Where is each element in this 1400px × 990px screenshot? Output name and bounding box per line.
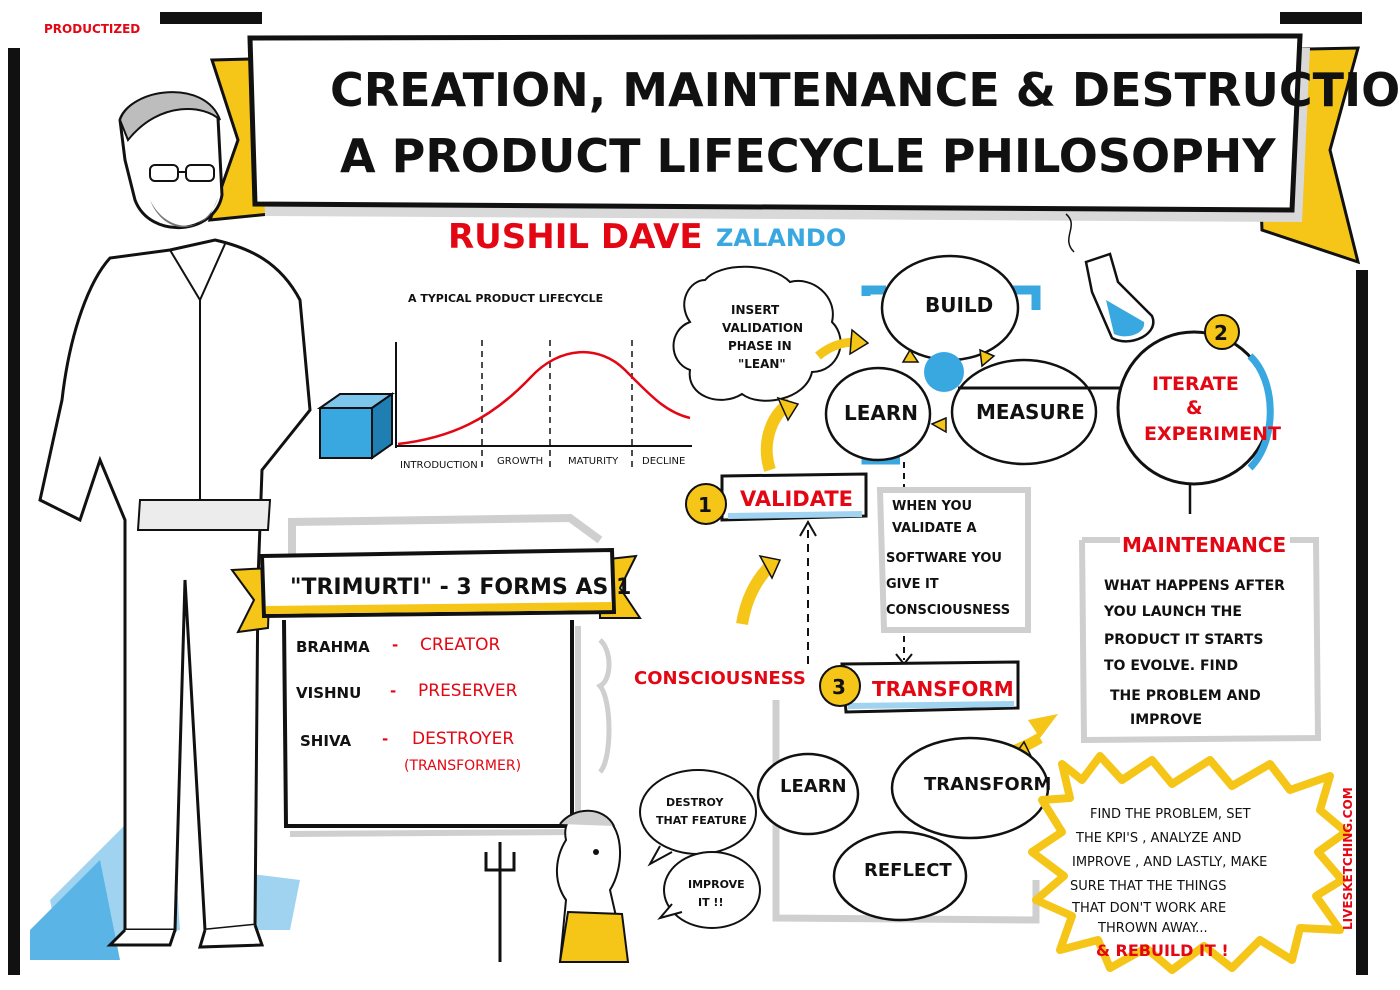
shiva-bubble-1-line-1: DESTROY — [666, 796, 725, 809]
cycle-transform-label: TRANSFORM — [924, 774, 1051, 795]
presenter-illustration — [30, 91, 312, 960]
lifecycle-curve — [397, 350, 691, 446]
maintenance-line-3: PRODUCT IT STARTS — [1104, 632, 1263, 648]
brahma-name: BRAHMA — [296, 638, 370, 656]
cycle-learn-bubble — [756, 752, 860, 836]
validate-node: 1 VALIDATE WHEN YOU VALIDATE A SOFTWARE … — [685, 396, 1031, 666]
cycle-reflect-label: REFLECT — [864, 860, 952, 881]
lean-note-line-1: INSERT — [731, 303, 780, 317]
vishnu-dash: - — [390, 682, 396, 700]
burst-line-5: THAT DON'T WORK ARE — [1071, 901, 1226, 916]
vishnu-name: VISHNU — [296, 684, 361, 702]
iterate-line-1: ITERATE — [1152, 373, 1239, 395]
maintenance-line-1: WHAT HAPPENS AFTER — [1104, 578, 1285, 594]
burst-line-3: IMPROVE , AND LASTLY, MAKE — [1072, 855, 1267, 870]
measure-label: MEASURE — [976, 400, 1085, 424]
stage-decline: DECLINE — [642, 456, 685, 467]
validate-note-line-5: CONSCIOUSNESS — [886, 603, 1010, 618]
vishnu-role: PRESERVER — [418, 681, 518, 701]
burst-line-1: FIND THE PROBLEM, SET — [1090, 807, 1251, 822]
iterate-line-3: EXPERIMENT — [1144, 423, 1281, 445]
iterate-line-2: & — [1186, 397, 1203, 419]
title-line-1: CREATION, MAINTENANCE & DESTRUCTION: — [330, 63, 1400, 117]
shiva-bubble-2-line-1: IMPROVE — [688, 878, 745, 891]
loop-center-dot — [924, 352, 964, 392]
brahma-dash: - — [392, 636, 398, 654]
learn-label: LEARN — [844, 401, 918, 425]
cube-icon — [316, 392, 396, 460]
credit-label: LIVESKETCHING.COM — [1341, 787, 1355, 930]
title-line-2: A PRODUCT LIFECYCLE PHILOSOPHY — [340, 129, 1276, 183]
stage-growth: GROWTH — [497, 456, 543, 467]
validate-note-line-1: WHEN YOU — [892, 499, 972, 514]
page-frame — [8, 12, 1368, 975]
measure-bubble — [950, 358, 1098, 466]
iterate-node: 2 ITERATE & EXPERIMENT — [1116, 314, 1281, 514]
validate-note-line-2: VALIDATE A — [892, 521, 977, 536]
maintenance-line-4: TO EVOLVE. FIND — [1104, 658, 1238, 674]
flask-icon — [1065, 213, 1155, 343]
transform-number: 3 — [832, 675, 846, 699]
lifecycle-chart: A TYPICAL PRODUCT LIFECYCLE INTRODUCTION… — [316, 292, 692, 471]
summary-burst: FIND THE PROBLEM, SET THE KPI'S , ANALYZ… — [1028, 752, 1350, 974]
build-label: BUILD — [925, 293, 993, 317]
iterate-number: 2 — [1214, 321, 1228, 345]
maintenance-line-2: YOU LAUNCH THE — [1103, 604, 1242, 620]
corner-label: PRODUCTIZED — [44, 22, 140, 36]
cycle-learn-label: LEARN — [780, 776, 847, 797]
stage-maturity: MATURITY — [568, 456, 619, 467]
speaker-company: ZALANDO — [716, 224, 846, 252]
lean-note-cloud: INSERT VALIDATION PHASE IN "LEAN" — [672, 265, 870, 402]
validate-note-line-4: GIVE IT — [886, 577, 939, 592]
maintenance-title: MAINTENANCE — [1122, 533, 1286, 557]
lifecycle-title: A TYPICAL PRODUCT LIFECYCLE — [408, 292, 603, 305]
shiva-bubble-2-line-2: IT !! — [698, 896, 723, 909]
transform-node: CONSCIOUSNESS 3 TRANSFORM — [634, 660, 1020, 714]
shiva-illustration: DESTROY THAT FEATURE IMPROVE IT !! — [484, 769, 761, 964]
cycle-transform-bubble — [890, 736, 1050, 840]
learn-bubble — [824, 366, 932, 462]
consciousness-label: CONSCIOUSNESS — [634, 668, 806, 689]
transform-cycle: LEARN TRANSFORM REFLECT — [756, 700, 1058, 924]
lean-note-line-2: VALIDATION — [722, 321, 803, 335]
validate-label: VALIDATE — [740, 487, 853, 511]
shiva-role: DESTROYER — [412, 729, 514, 749]
maintenance-line-6: IMPROVE — [1130, 712, 1202, 728]
stage-introduction: INTRODUCTION — [400, 460, 478, 471]
title-banner: CREATION, MAINTENANCE & DESTRUCTION: A P… — [207, 33, 1400, 265]
burst-line-2: THE KPI'S , ANALYZE AND — [1075, 831, 1241, 846]
burst-line-6: THROWN AWAY... — [1097, 921, 1208, 936]
lean-loop: BUILD LEARN MEASURE — [824, 254, 1120, 500]
lean-note-line-4: "LEAN" — [738, 357, 786, 371]
maintenance-box: MAINTENANCE WHAT HAPPENS AFTER YOU LAUNC… — [1079, 533, 1322, 744]
burst-rebuild: & REBUILD IT ! — [1096, 941, 1229, 960]
lean-note-line-3: PHASE IN — [728, 339, 792, 353]
shiva-dash: - — [382, 730, 388, 748]
validate-number: 1 — [698, 493, 712, 517]
brahma-role: CREATOR — [420, 635, 500, 655]
trimurti-banner: "TRIMURTI" - 3 FORMS AS 1 — [290, 575, 631, 600]
shiva-sub-role: (TRANSFORMER) — [404, 758, 521, 774]
trimurti-panel: "TRIMURTI" - 3 FORMS AS 1 BRAHMA - CREAT… — [230, 513, 642, 837]
shiva-name: SHIVA — [300, 732, 352, 750]
burst-line-4: SURE THAT THE THINGS — [1070, 879, 1226, 894]
validate-note-line-3: SOFTWARE YOU — [886, 551, 1002, 566]
maintenance-line-5: THE PROBLEM AND — [1110, 688, 1261, 704]
cycle-reflect-bubble — [832, 830, 968, 922]
transform-label: TRANSFORM — [872, 677, 1014, 701]
speaker-name: RUSHIL DAVE — [448, 217, 703, 257]
shiva-bubble-1-line-2: THAT FEATURE — [656, 814, 747, 827]
